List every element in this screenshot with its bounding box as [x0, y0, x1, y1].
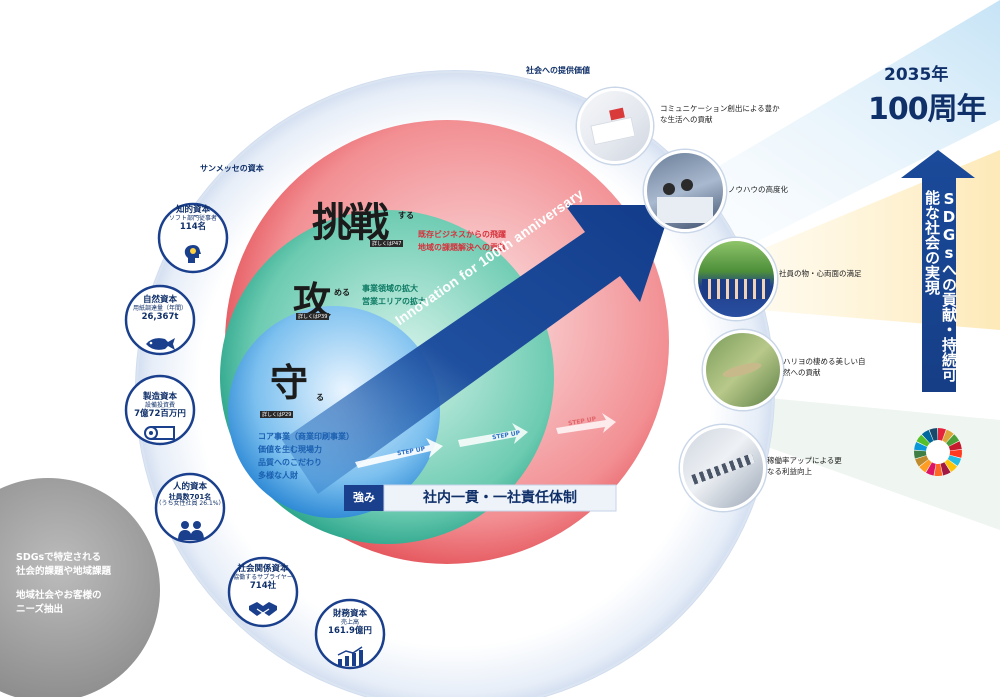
capital-sub: ソフト部門従事者	[168, 214, 217, 222]
value-label-5: 稼働率アップによる更なる利益向上	[767, 456, 847, 478]
defend-kanji: 守	[270, 360, 309, 405]
defend-suffix: る	[316, 393, 324, 402]
target-year: 2035年	[884, 65, 949, 85]
sdgs-wheel-segment	[934, 463, 943, 476]
value-photo-nature	[703, 330, 783, 410]
value-photo-employees	[695, 238, 777, 320]
capital-social: 社会関係資本 協働するサプライヤー 714社	[218, 564, 308, 591]
sdgs-wheel-icon	[914, 428, 962, 476]
sdgs-wheel-segment	[938, 428, 946, 441]
capital-name: 人的資本	[172, 482, 207, 492]
capital-sub: 用紙調達量（年間）	[132, 304, 187, 312]
capital-sub: 売上高	[340, 618, 359, 626]
sdgs-wheel-segment	[919, 459, 932, 473]
value-section-title: 社会への提供価値	[526, 66, 590, 75]
sdgs-wheel-segment	[925, 462, 936, 476]
defend-line-3: 品質へのこだわり	[258, 458, 322, 467]
input-line-2: 社会的課題や地域課題	[16, 566, 112, 577]
sdgs-wheel-segment	[948, 441, 962, 451]
capital-value: 26,367t	[141, 311, 179, 322]
input-line-4: ニーズ抽出	[16, 604, 64, 615]
anniversary-title: 100周年	[868, 92, 987, 127]
capital-name: 社会関係資本	[237, 564, 289, 574]
challenge-suffix: する	[398, 211, 414, 220]
capital-name: 自然資本	[142, 295, 177, 305]
challenge-line-1: 既存ビジネスからの飛躍	[418, 230, 506, 239]
value-text: 社員の物・心両面の満足	[779, 269, 862, 278]
attack-page-ref: 詳しくはP39	[296, 313, 330, 320]
challenge-line-2: 地域の課題解決への貢献	[418, 243, 506, 252]
attack-line-1: 事業領域の拡大	[362, 284, 418, 293]
sdgs-wheel-segment	[916, 434, 930, 447]
defend-line-2: 価値を生む現場力	[258, 445, 322, 454]
value-label-4: ハリヨの棲める美しい自然への貢献	[783, 357, 867, 379]
capital-intellectual: 知的資本 ソフト部門従事者 114名	[148, 205, 238, 232]
sdgs-wheel-segment	[914, 441, 928, 451]
challenge-kanji: 挑戦	[312, 199, 389, 246]
fish-icon	[146, 338, 175, 350]
sdgs-wheel-segment	[949, 449, 962, 458]
value-label-2: ノウハウの高度化	[728, 185, 788, 196]
capital-name: 財務資本	[332, 609, 367, 619]
capital-value: （うち女性社員 26.1%）	[155, 499, 225, 507]
capital-value: 114名	[179, 221, 207, 232]
capital-name: 製造資本	[142, 392, 177, 402]
value-label-3: 社員の物・心両面の満足	[779, 269, 862, 280]
sdgs-wheel-segment	[921, 429, 934, 444]
defend-line-1: コア事業（商業印刷事業）	[258, 432, 354, 441]
capital-section-title: サンメッセの資本	[200, 164, 264, 173]
challenge-page-ref: 詳しくはP47	[370, 240, 404, 247]
paper-roll-icon	[144, 426, 175, 440]
sdgs-wheel-segment	[940, 462, 951, 476]
growth-chart-icon	[337, 646, 363, 666]
capital-value: 7億72百万円	[134, 408, 186, 419]
capital-manufacturing: 製造資本 設備投資費 7億72百万円	[115, 392, 205, 419]
input-block: SDGsで特定される 社会的課題や地域課題 地域社会やお客様の ニーズ抽出	[16, 551, 111, 617]
capital-human: 人的資本 社員数701名 （うち女性社員 26.1%）	[145, 482, 235, 508]
defend-line-4: 多様な人財	[258, 471, 298, 480]
strength-text: 社内一貫・一社責任体制	[423, 490, 577, 506]
sdgs-wheel-segment	[944, 459, 958, 473]
attack-line-2: 営業エリアの拡大	[362, 297, 426, 306]
people-icon	[178, 521, 204, 540]
sdgs-wheel-segment	[946, 434, 960, 447]
capital-sub: 協働するサプライヤー	[233, 573, 293, 581]
input-line-1: SDGsで特定される	[16, 552, 102, 563]
capital-sub: 設備投資費	[144, 401, 175, 409]
capital-natural: 自然資本 用紙調達量（年間） 26,367t	[115, 295, 205, 322]
lightbulb-head-icon	[184, 245, 201, 263]
handshake-icon	[249, 602, 277, 616]
capital-value: 714社	[249, 580, 277, 591]
sdgs-wheel-segment	[914, 450, 927, 459]
value-text: ノウハウの高度化	[728, 185, 788, 194]
capital-financial: 財務資本 売上高 161.9億円	[305, 609, 395, 636]
value-label-1: コミュニケーション創出による豊かな生活への貢献	[660, 104, 780, 126]
sdgs-banner: SDGsへの貢献・持続可能な社会の実現	[923, 190, 958, 382]
sdgs-wheel-segment	[942, 429, 954, 443]
strength-label: 強み	[353, 491, 375, 504]
sdgs-wheel-segment	[929, 428, 938, 441]
value-text: ハリヨの棲める美しい自然への貢献	[783, 357, 866, 377]
value-photo-knowhow	[644, 150, 726, 232]
value-photo-utilization	[680, 425, 766, 511]
capital-sub: 社員数701名	[168, 492, 212, 501]
sdgs-wheel-segment	[915, 455, 929, 467]
attack-suffix: める	[334, 288, 350, 297]
capital-name: 知的資本	[175, 205, 210, 215]
value-text: コミュニケーション創出による豊かな生活への貢献	[660, 104, 780, 124]
sdgs-wheel-segment	[947, 455, 962, 466]
value-text: 稼働率アップによる更なる利益向上	[767, 456, 842, 476]
value-photo-communication	[577, 88, 653, 164]
capital-value: 161.9億円	[328, 625, 372, 636]
defend-page-ref: 詳しくはP29	[260, 411, 294, 418]
input-line-3: 地域社会やお客様の	[16, 590, 102, 601]
